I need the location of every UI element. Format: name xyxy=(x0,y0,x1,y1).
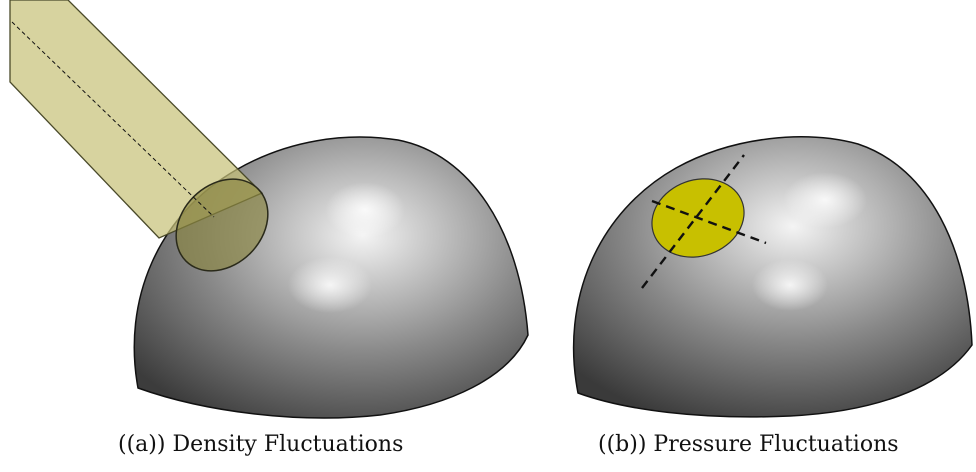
beam-axis-dashed-line xyxy=(11,21,215,218)
dome-a-highlight-1 xyxy=(325,182,405,238)
panel-b-pressure-fluctuations xyxy=(572,136,973,418)
panel-a-density-fluctuations xyxy=(9,0,529,419)
patch-minor-axis-dashed-line xyxy=(651,199,767,245)
dome-b-highlight-2 xyxy=(752,259,828,311)
caption-b: ((b)) Pressure Fluctuations xyxy=(598,432,899,457)
dome-a-highlight-2 xyxy=(288,257,372,313)
patch-major-axis-dashed-line xyxy=(641,154,745,289)
beam-cylinder xyxy=(9,0,269,272)
caption-a: ((a)) Density Fluctuations xyxy=(118,432,404,457)
dome-b-highlight-1 xyxy=(783,172,867,228)
